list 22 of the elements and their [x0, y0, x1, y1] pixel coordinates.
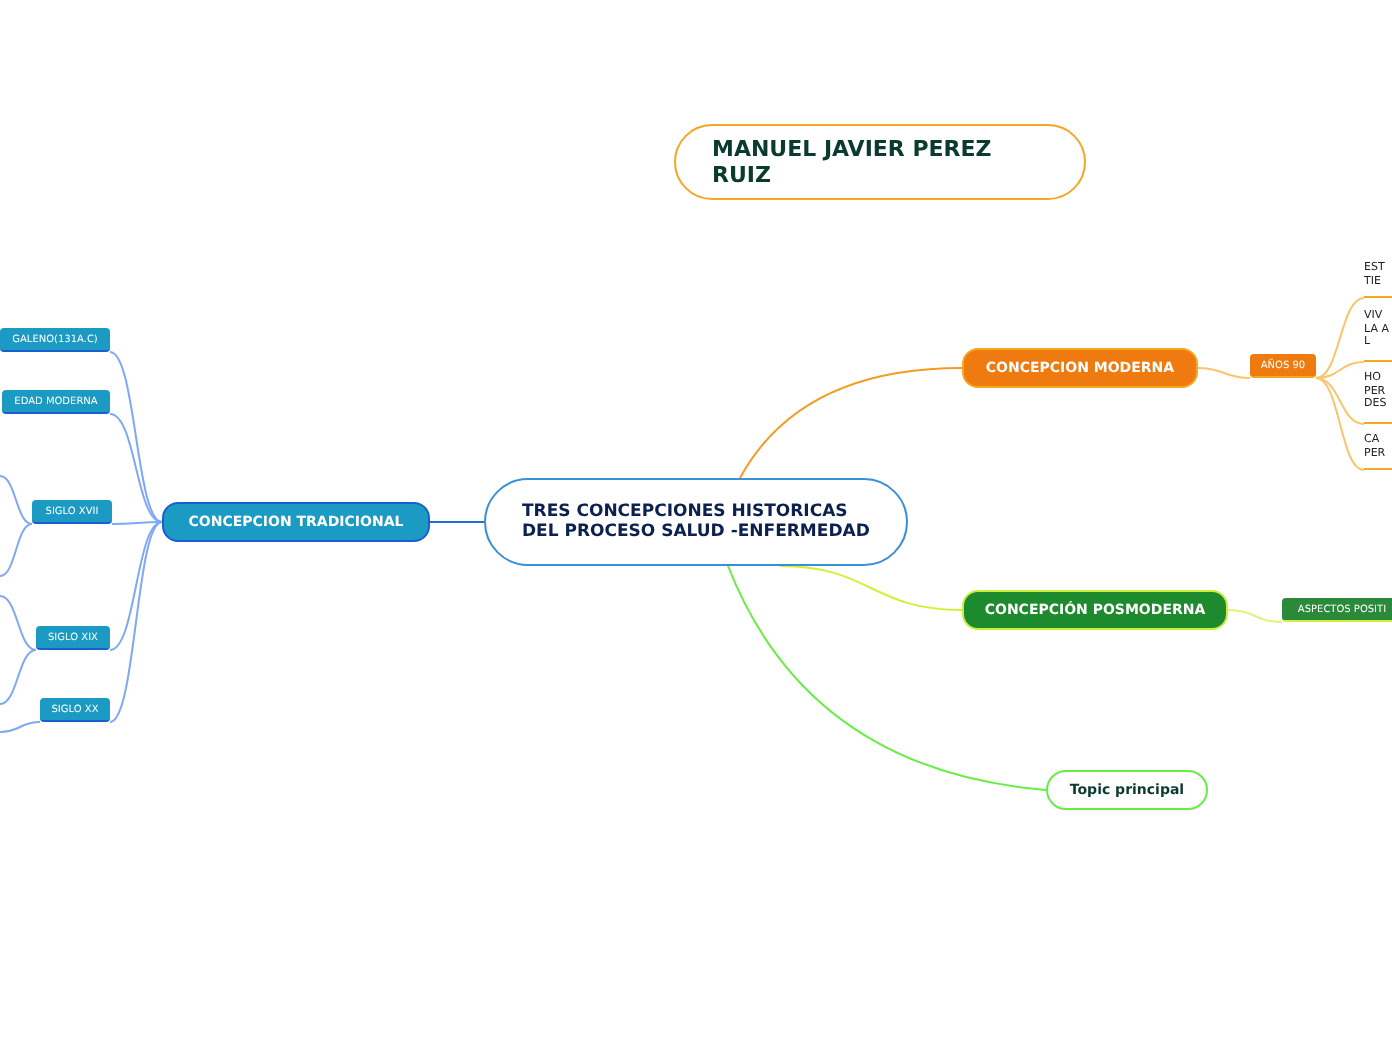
connector-line — [0, 523, 33, 577]
connector-line — [1315, 377, 1365, 425]
connector-line — [0, 475, 33, 525]
connector-line — [109, 351, 163, 523]
connector-line — [1197, 367, 1251, 379]
title-box: MANUEL JAVIER PEREZ RUIZ — [674, 124, 1086, 200]
connector-line — [1315, 297, 1365, 379]
connector-line — [1315, 361, 1365, 379]
connector-line — [109, 413, 163, 523]
connector-line — [0, 721, 41, 733]
connector-line — [779, 565, 963, 611]
connector-line — [1315, 377, 1365, 471]
connector-line — [739, 367, 963, 479]
connector-line — [111, 521, 163, 525]
connector-line — [727, 565, 1047, 791]
connector-line — [0, 649, 37, 705]
central-topic-box: TRES CONCEPCIONES HISTORICAS DEL PROCESO SALUD -ENFERMEDAD — [484, 478, 908, 566]
connector-line — [0, 595, 37, 651]
connector-line — [429, 521, 485, 523]
connector-line — [109, 521, 163, 723]
connector-line — [109, 521, 163, 651]
connector-line — [1227, 609, 1283, 623]
